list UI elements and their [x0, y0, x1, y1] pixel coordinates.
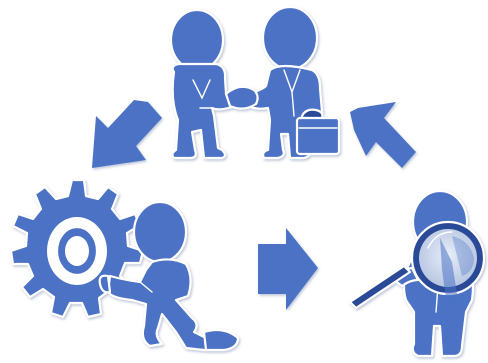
arrow-up-left [350, 102, 416, 168]
figure-left [171, 10, 241, 158]
handshake-hands [226, 87, 258, 109]
gear-push-group [11, 180, 238, 350]
arrow-down-left [92, 100, 162, 168]
handshake-group [171, 7, 339, 158]
shoe-right [204, 330, 238, 350]
inspector-group [350, 191, 484, 356]
arrow-right [258, 228, 318, 310]
